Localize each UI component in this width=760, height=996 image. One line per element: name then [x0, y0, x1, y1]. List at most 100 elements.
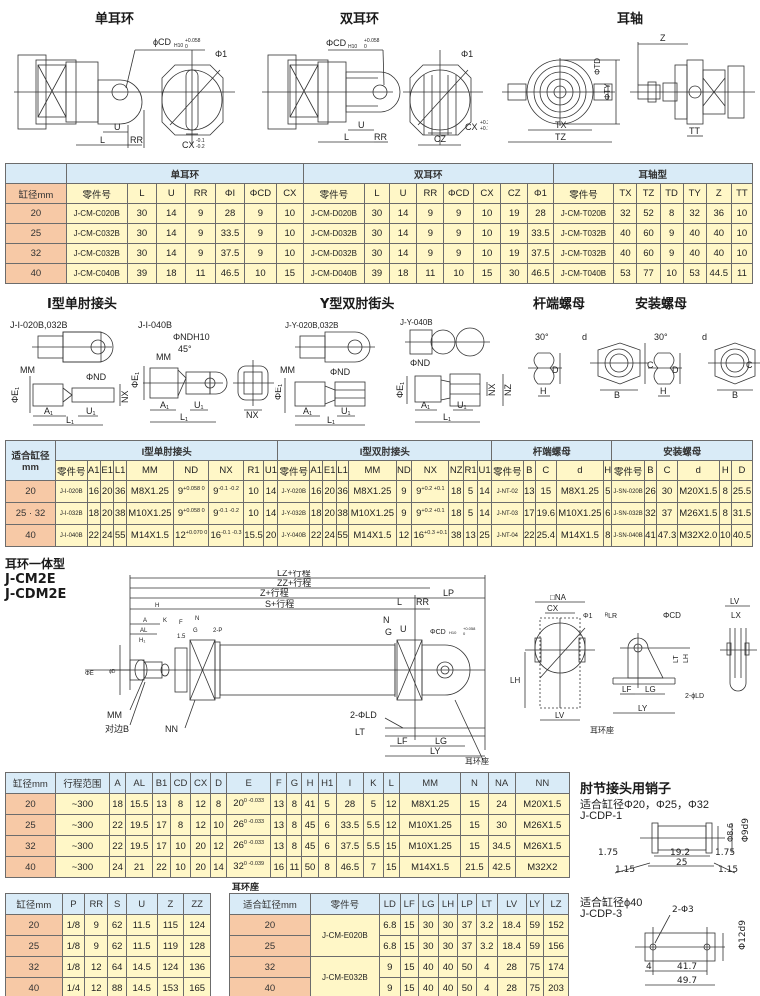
value-cell: 1/8 — [61, 935, 86, 957]
value-cell: 59 — [525, 935, 545, 957]
value-cell: 19.5 — [125, 835, 154, 857]
value-cell: 14 — [388, 243, 418, 264]
value-cell: 10 — [244, 263, 277, 284]
value-cell: 11.5 — [125, 914, 158, 936]
value-cell: 12 — [84, 956, 109, 978]
pin1-w25: 25 — [676, 858, 688, 868]
group-header-mount-nut: 安装螺母 — [611, 440, 753, 461]
col-header: Φ1 — [527, 183, 554, 204]
value-cell: 1/8 — [61, 914, 86, 936]
bore-cell: 25 — [5, 814, 56, 836]
value: 36 — [337, 486, 348, 497]
value-cell: 15.5 — [242, 524, 265, 547]
value-cell: 119 — [156, 935, 185, 957]
svg-text:+0.058: +0.058 — [463, 626, 476, 631]
col-header: 零件号 — [65, 183, 128, 204]
value: 20 — [25, 798, 36, 810]
col-header: RR — [84, 893, 109, 915]
trunnion-drawing: ΦTY ΦTD TX TZ Z TT — [500, 30, 760, 155]
group-header-y-joint: I型双肘接头 — [277, 440, 493, 461]
value-cell: M26X1.5 — [676, 502, 720, 525]
value: M26X1.5 — [523, 819, 562, 831]
value: 9 — [177, 486, 184, 498]
value-cell: 203 — [543, 977, 569, 996]
part-number: J-CM-E020B — [309, 914, 380, 957]
col-header: MM — [348, 460, 397, 481]
value-cell: 9+0.2 +0.1 — [411, 502, 450, 525]
svg-text:ΦTY: ΦTY — [603, 83, 612, 100]
value: 9 — [416, 486, 422, 498]
svg-text:C: C — [647, 360, 654, 370]
col-header: Z — [156, 893, 185, 915]
double-clevis-title: 双耳环 — [340, 12, 380, 27]
part-number: J-CM-C040B — [65, 263, 128, 284]
value: 37.5 — [340, 840, 360, 852]
value-cell: 14.5 — [125, 977, 158, 996]
svg-text:J-I-040B: J-I-040B — [138, 320, 172, 330]
value-cell: 7 — [362, 856, 384, 878]
col-header: LH — [437, 893, 459, 915]
value-cell: 36 — [113, 480, 127, 503]
value-cell: 8 — [718, 480, 732, 503]
value: M8X1.25 — [411, 798, 450, 810]
value-cell: 22 — [109, 814, 127, 836]
svg-text:+0.058: +0.058 — [364, 38, 380, 44]
bore-cell: 25 — [229, 935, 311, 957]
value-cell: 14 — [263, 480, 279, 503]
value: M10X1.25 — [408, 819, 452, 831]
value: 15.5 — [129, 798, 149, 810]
value-cell: 40 — [437, 956, 459, 978]
col-header: A — [109, 772, 127, 794]
value-cell: M10X1.25 — [555, 502, 605, 525]
pin-fit-2: 适合缸径ϕ40 — [580, 897, 643, 909]
pin-2-drawing — [635, 914, 750, 995]
value-cell: 9 — [416, 243, 445, 264]
svg-text:L₁: L₁ — [443, 412, 451, 422]
col-header: LP — [457, 893, 477, 915]
col-header: B — [522, 460, 536, 481]
value-cell: 19 — [500, 203, 529, 224]
part-number: J-SN-032B — [611, 502, 645, 525]
svg-text:H: H — [540, 386, 547, 396]
col-header: NX — [208, 460, 244, 481]
col-header: ND — [395, 460, 413, 481]
value-cell: 77 — [636, 263, 661, 284]
value-cell: 9 — [443, 203, 474, 224]
value-cell: 16-0.1 -0.3 — [208, 524, 244, 547]
svg-text:N: N — [383, 615, 390, 625]
value: 22 — [88, 530, 100, 541]
pin2-holes: 2-Φ3 — [672, 905, 694, 915]
value-cell: 30 — [656, 480, 678, 503]
value-cell: 24 — [109, 856, 127, 878]
value: M32X2 — [527, 861, 558, 873]
pin-fit-1: 适合缸径Φ20，Φ25，Φ32 — [580, 799, 710, 811]
value-cell: 30 — [417, 914, 439, 936]
value-cell: 31.5 — [730, 502, 754, 525]
value-cell: 8 — [317, 856, 337, 878]
value-cell: 19 — [500, 223, 529, 244]
value-cell: 30 — [126, 203, 158, 224]
value-cell: ~300 — [54, 793, 111, 815]
col-header: ND — [173, 460, 210, 481]
svg-text:J-Y-020B,032B: J-Y-020B,032B — [285, 321, 339, 330]
value-cell: 8 — [286, 793, 303, 815]
svg-text:U₁: U₁ — [457, 400, 467, 410]
value: 46.5 — [340, 861, 360, 873]
value-cell: 30 — [363, 203, 390, 224]
value-cell: 38 — [335, 502, 350, 525]
value-cell: M8X1.25 — [398, 793, 462, 815]
value-cell: 9+0.2 +0.1 — [411, 480, 450, 503]
svg-text:2-ϕLD: 2-ϕLD — [685, 693, 704, 700]
value-cell: 10 — [275, 243, 304, 264]
value-cell: 165 — [183, 977, 211, 996]
value-cell: 37 — [457, 935, 477, 957]
value-cell: 9 — [84, 935, 109, 957]
value-cell: 40 — [417, 956, 439, 978]
value-cell: 75 — [525, 956, 545, 978]
value-cell: 9-0.1 -0.2 — [208, 502, 244, 525]
